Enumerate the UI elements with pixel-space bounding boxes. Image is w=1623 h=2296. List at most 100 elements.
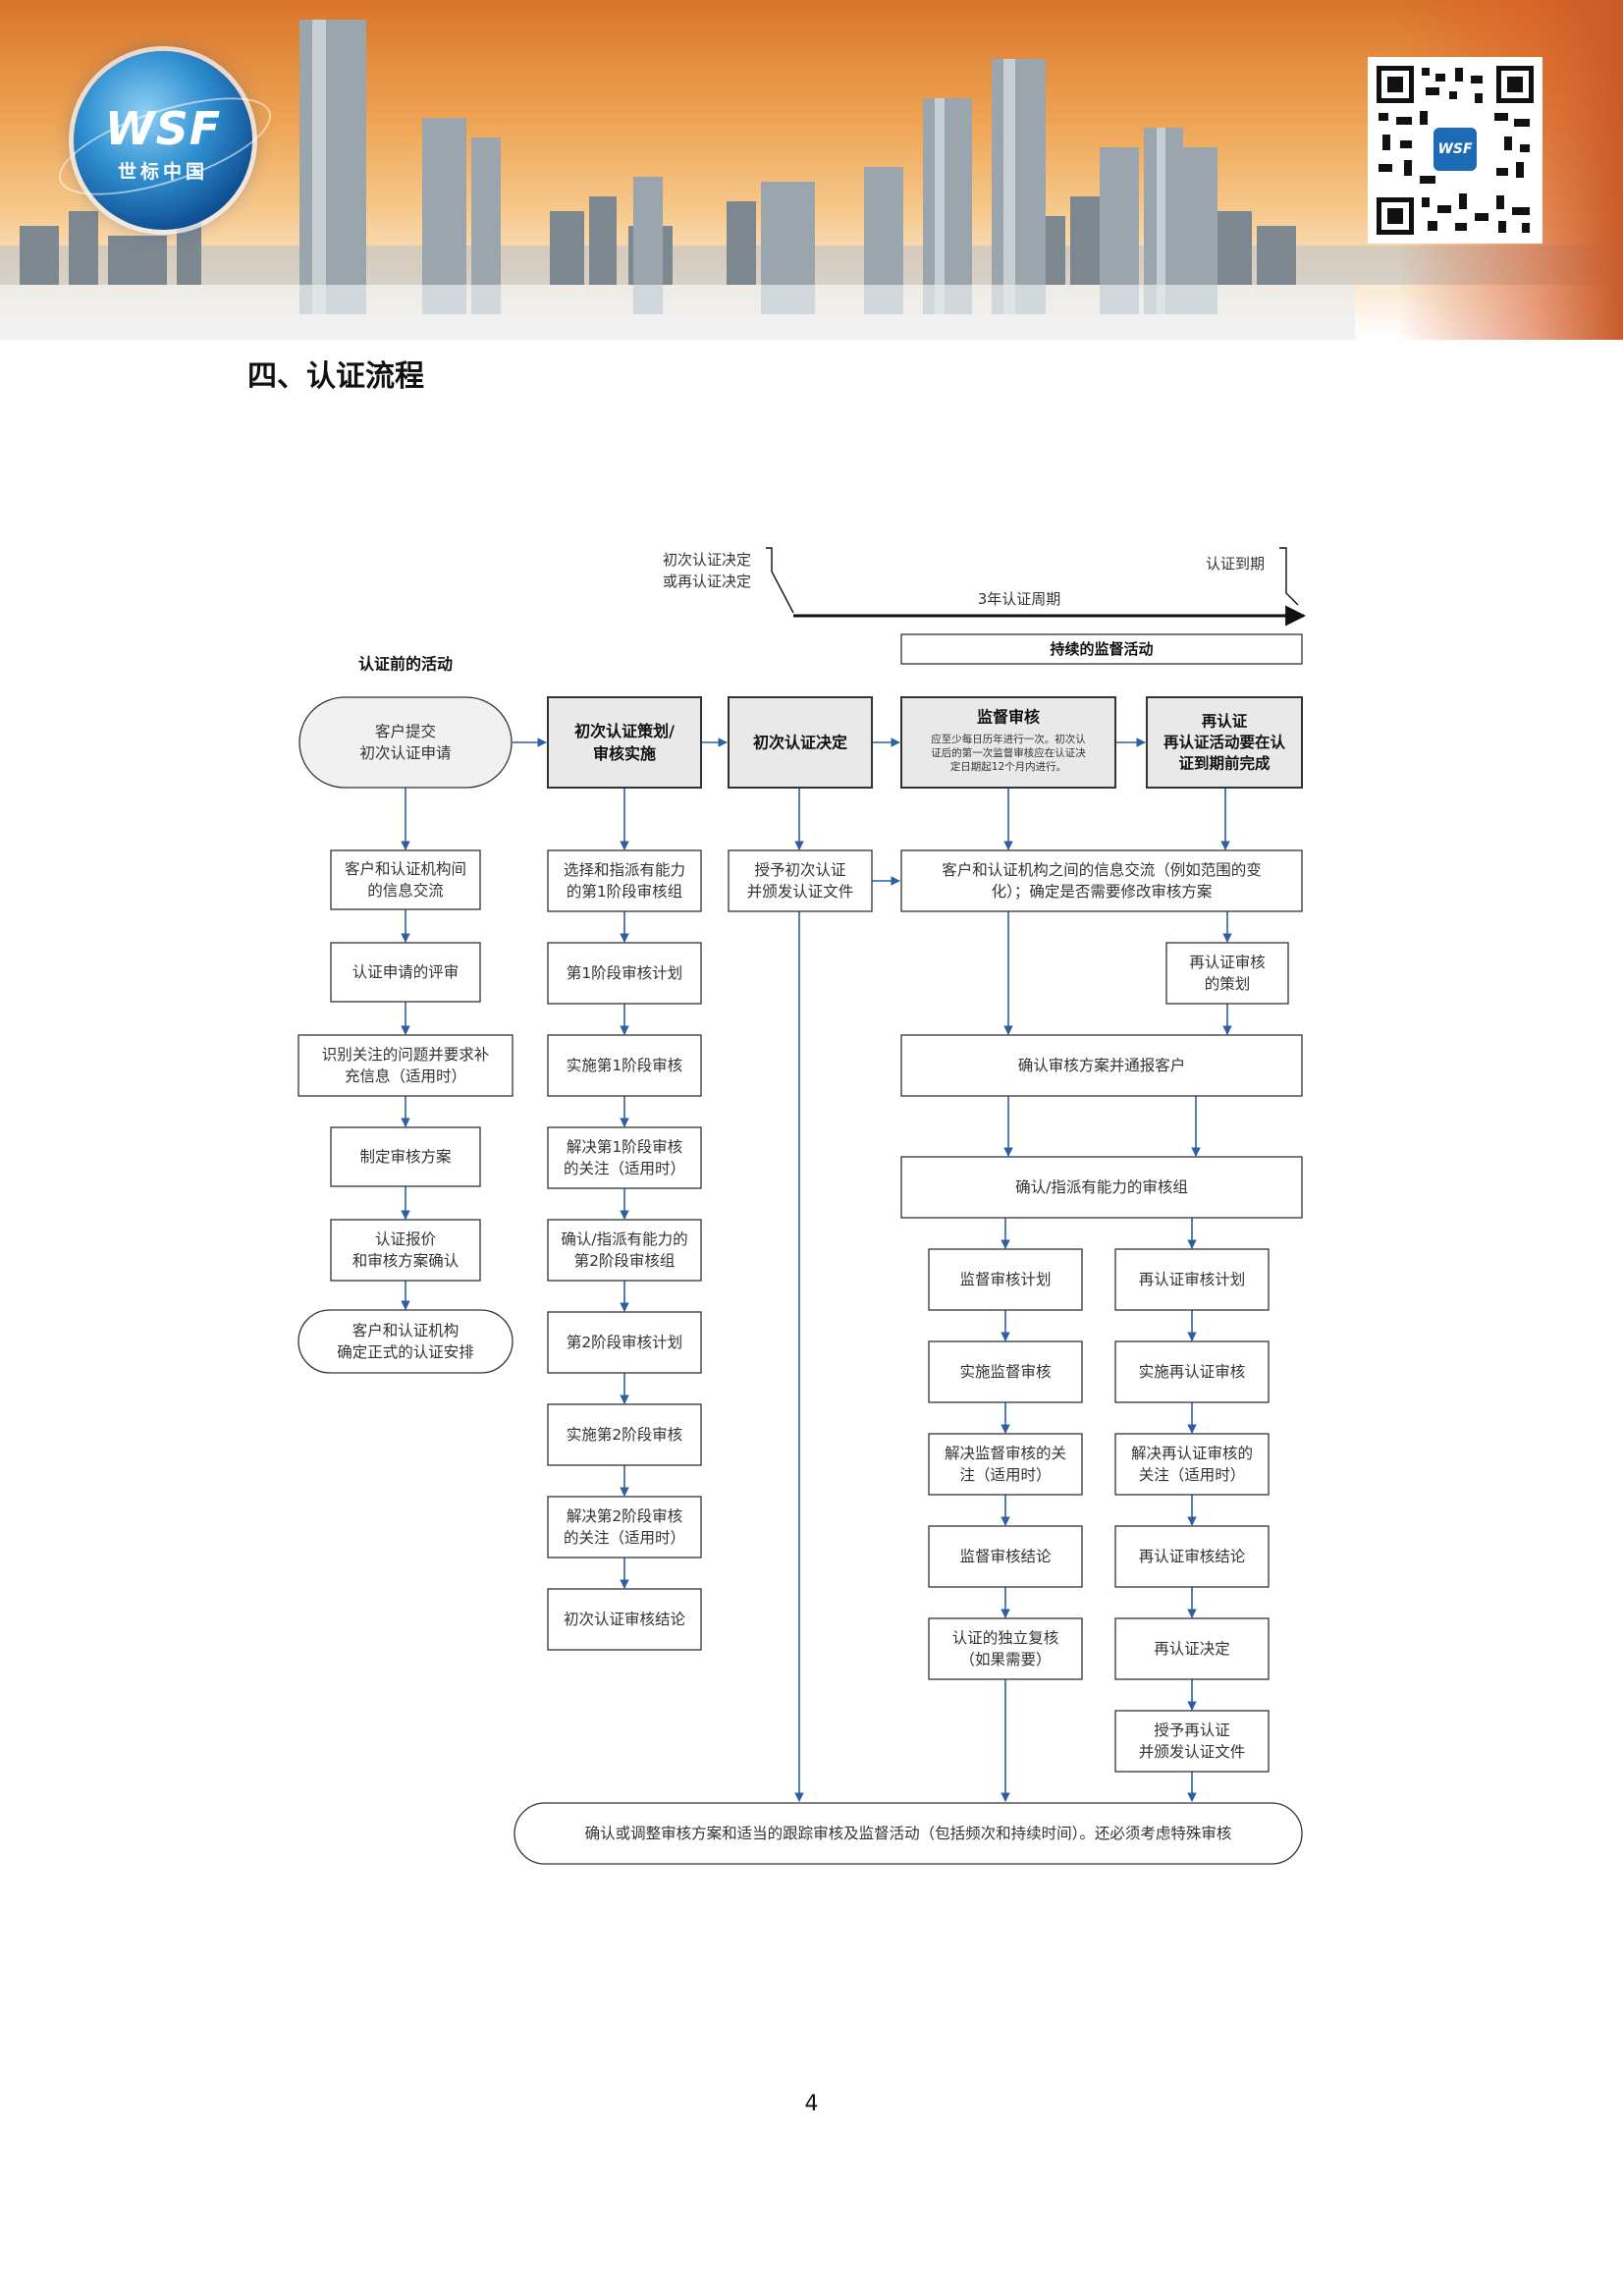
- ongoing-surveillance-box: 持续的监督活动: [900, 633, 1303, 665]
- surveillance-step-5: 认证的独立复核 （如果需要）: [928, 1617, 1083, 1680]
- final-adjust-program-step-label: 确认或调整审核方案和适当的跟踪审核及监督活动（包括频次和持续时间）。还必须考虑特…: [585, 1825, 1232, 1842]
- surveillance-step-5-label: （如果需要）: [959, 1651, 1051, 1668]
- initial-decision-step-1-label: 并颁发认证文件: [747, 883, 854, 901]
- initial-decision-header: 初次认证决定: [728, 696, 873, 789]
- initial-audit-step-8-label: 解决第2阶段审核: [567, 1507, 682, 1525]
- pre-activity-step-2-label: 客户和认证机构间: [345, 860, 466, 878]
- initial-audit-step-8-label: 的关注（适用时）: [564, 1529, 685, 1547]
- confirm-team-step: 确认/指派有能力的审核组: [900, 1156, 1303, 1219]
- pre-activity-step-1-label: 客户提交: [375, 723, 436, 740]
- initial-audit-step-9: 初次认证审核结论: [547, 1588, 702, 1651]
- ongoing-surveillance-box-label: 持续的监督活动: [1050, 640, 1153, 658]
- recertification-step-7-label: 并颁发认证文件: [1139, 1743, 1246, 1761]
- confirm-team-step-label: 确认/指派有能力的审核组: [1015, 1178, 1188, 1196]
- surveillance-step-5-label: 认证的独立复核: [952, 1629, 1059, 1647]
- surveillance-step-4: 监督审核结论: [928, 1525, 1083, 1588]
- recertification-header-label: 再认证活动要在认: [1163, 733, 1286, 751]
- pre-activity-step-7-label: 客户和认证机构: [352, 1322, 460, 1339]
- header-banner: WSF 世标中国: [0, 0, 1623, 340]
- qr-logo-badge: WSF: [1434, 128, 1477, 171]
- recertification-step-6: 再认证决定: [1114, 1617, 1270, 1680]
- confirm-program-step: 确认审核方案并通报客户: [900, 1034, 1303, 1097]
- initial-audit-step-2-label: 第1阶段审核计划: [567, 964, 682, 982]
- surveillance-header-note: 应至少每日历年进行一次。初次认: [931, 733, 1086, 745]
- flowchart-connectors: [401, 738, 1232, 1802]
- recertification-header-label: 再认证: [1202, 711, 1248, 730]
- pre-activity-step-6-label: 认证报价: [375, 1230, 437, 1248]
- initial-audit-step-1-label: 的第1阶段审核组: [567, 883, 682, 901]
- recertification-step-4-label: 关注（适用时）: [1139, 1466, 1246, 1484]
- logo-wordmark: WSF: [104, 102, 222, 155]
- initial-audit-step-9-label: 初次认证审核结论: [564, 1611, 686, 1628]
- pre-activity-step-6-label: 和审核方案确认: [352, 1252, 460, 1270]
- recertification-step-2: 再认证审核计划: [1114, 1248, 1270, 1311]
- pre-activity-step-5: 制定审核方案: [330, 1126, 481, 1187]
- initial-audit-step-7-label: 实施第2阶段审核: [567, 1426, 682, 1444]
- decision-bracket: [766, 547, 794, 614]
- recertification-header-label: 证到期前完成: [1178, 754, 1271, 773]
- section-title: 四、认证流程: [247, 359, 424, 394]
- surveillance-step-3-label: 注（适用时）: [959, 1466, 1051, 1484]
- flowchart-nodes: 持续的监督活动客户提交初次认证申请客户和认证机构间的信息交流认证申请的评审识别关…: [298, 633, 1303, 1865]
- surveillance-step-1-label: 监督审核计划: [959, 1271, 1051, 1288]
- initial-decision-header-label: 初次认证决定: [753, 734, 847, 752]
- initial-audit-step-6: 第2阶段审核计划: [547, 1311, 702, 1374]
- pre-activity-step-2-label: 的信息交流: [367, 882, 444, 900]
- initial-audit-step-4-label: 的关注（适用时）: [564, 1160, 685, 1177]
- surveillance-header-note: 证后的第一次监督审核应在认证决: [931, 746, 1086, 759]
- surveillance-header: 监督审核应至少每日历年进行一次。初次认证后的第一次监督审核应在认证决定日期起12…: [900, 696, 1116, 789]
- initial-audit-header-label: 初次认证策划/: [574, 722, 675, 740]
- initial-audit-step-7: 实施第2阶段审核: [547, 1403, 702, 1466]
- expiry-bracket: [1279, 547, 1299, 606]
- decision-label: 或再认证决定: [663, 573, 751, 590]
- surveillance-step-1: 监督审核计划: [928, 1248, 1083, 1311]
- initial-audit-header-label: 审核实施: [593, 744, 656, 763]
- initial-audit-step-5-label: 确认/指派有能力的: [561, 1230, 687, 1248]
- pre-activity-step-5-label: 制定审核方案: [359, 1148, 452, 1166]
- recertification-step-6-label: 再认证决定: [1154, 1640, 1230, 1658]
- wsf-logo: WSF 世标中国: [48, 51, 282, 230]
- pre-activity-step-4-label: 充信息（适用时）: [345, 1067, 466, 1085]
- initial-audit-step-1-label: 选择和指派有能力: [564, 861, 685, 879]
- surveillance-step-2: 实施监督审核: [928, 1340, 1083, 1403]
- recertification-step-5-label: 再认证审核结论: [1139, 1548, 1246, 1565]
- recertification-step-1-label: 的策划: [1205, 975, 1251, 993]
- qr-code: WSF: [1368, 57, 1542, 244]
- recertification-step-3-label: 实施再认证审核: [1139, 1363, 1246, 1381]
- initial-decision-step-1-label: 授予初次认证: [754, 861, 845, 879]
- initial-audit-step-6-label: 第2阶段审核计划: [567, 1334, 682, 1351]
- surveillance-step-4-label: 监督审核结论: [959, 1548, 1052, 1565]
- info-exchange-step-label: 化）；确定是否需要修改审核方案: [992, 883, 1213, 901]
- initial-audit-step-4-label: 解决第1阶段审核: [567, 1138, 682, 1156]
- city-skyline-image: [0, 20, 1623, 340]
- recertification-step-2-label: 再认证审核计划: [1139, 1271, 1246, 1288]
- recertification-step-7-label: 授予再认证: [1154, 1722, 1230, 1739]
- recertification-step-5: 再认证审核结论: [1114, 1525, 1270, 1588]
- surveillance-step-2-label: 实施监督审核: [959, 1363, 1051, 1381]
- initial-audit-step-5-label: 第2阶段审核组: [574, 1252, 676, 1270]
- pre-activity-step-1-label: 初次认证申请: [359, 744, 451, 762]
- logo-chinese-name: 世标中国: [117, 161, 208, 183]
- decision-label: 初次认证决定: [663, 551, 751, 569]
- pre-activity-step-4-label: 识别关注的问题并要求补: [322, 1046, 490, 1064]
- pre-activity-step-3-label: 认证申请的评审: [352, 963, 460, 981]
- expiry-label: 认证到期: [1206, 555, 1265, 573]
- qr-code-pattern: [1377, 66, 1534, 235]
- recertification-step-1-label: 再认证审核: [1189, 954, 1266, 971]
- initial-audit-step-3: 实施第1阶段审核: [547, 1034, 702, 1097]
